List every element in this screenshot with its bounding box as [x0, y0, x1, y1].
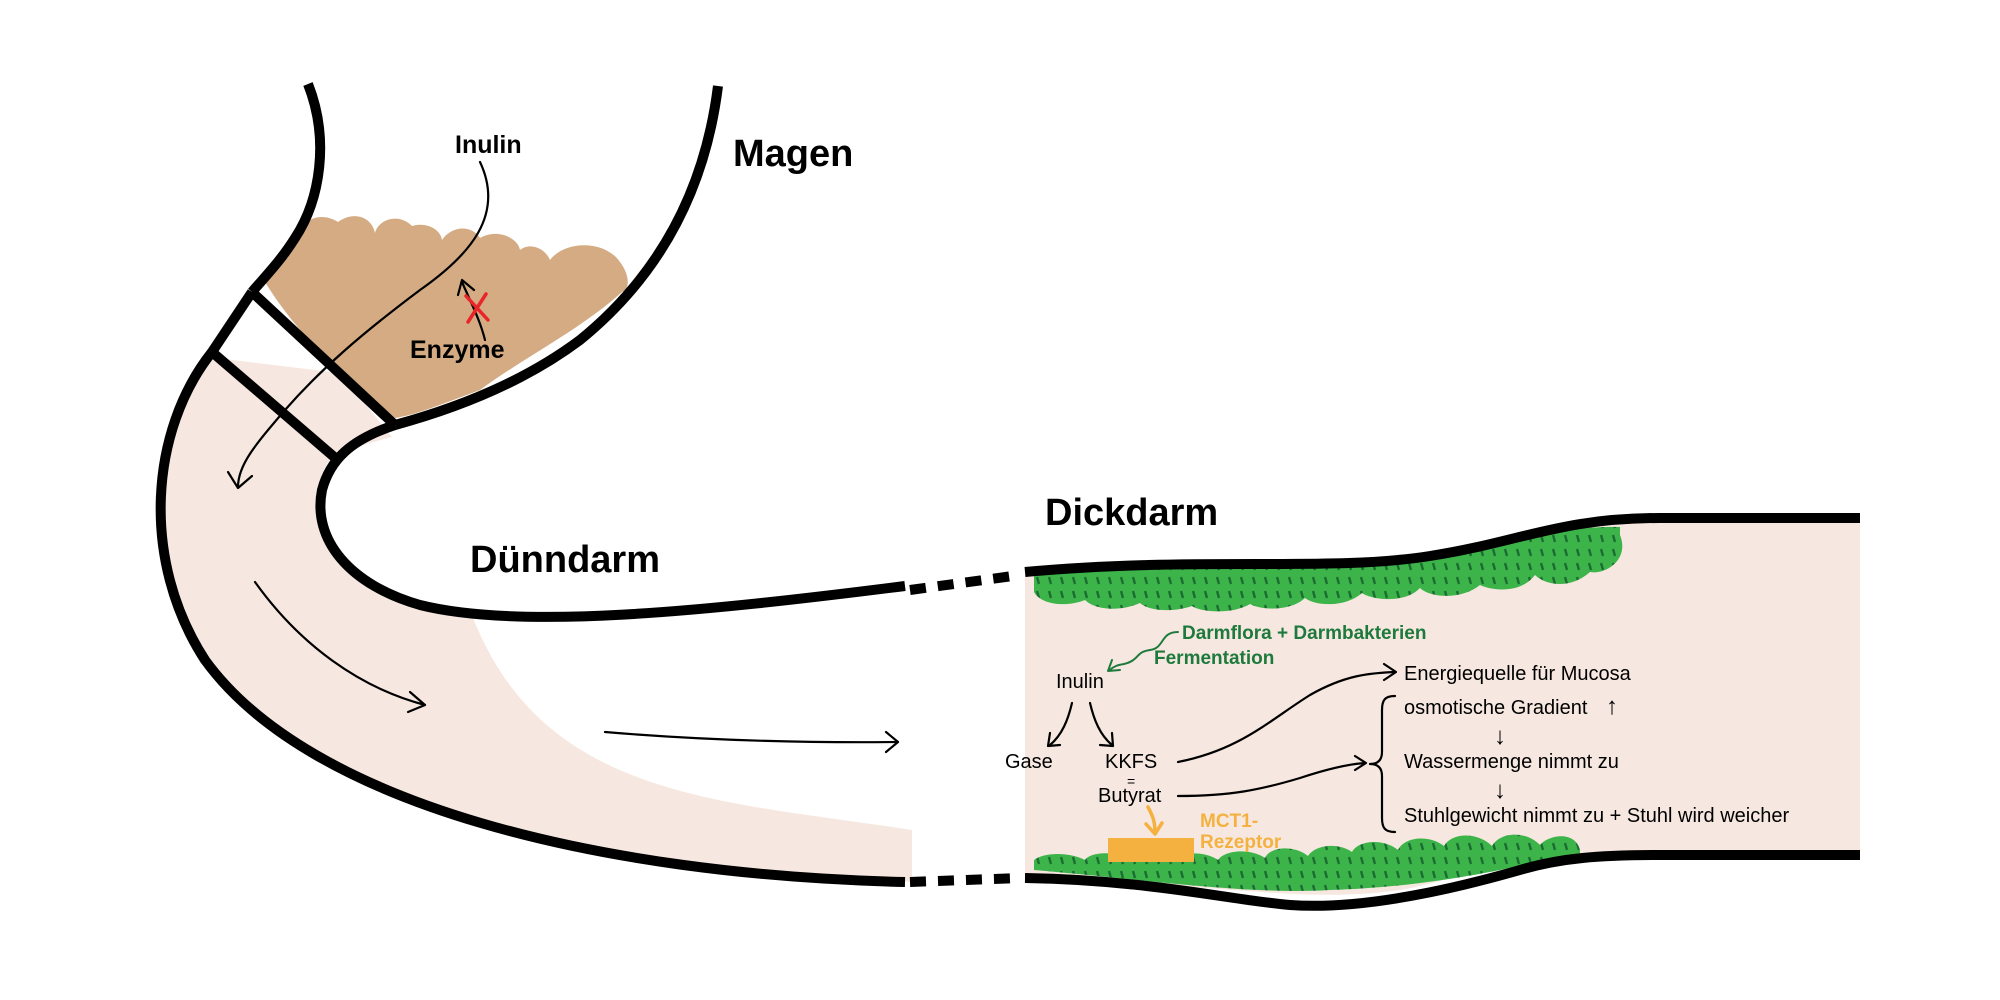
- flora-squiggle-arrow: [1109, 631, 1179, 671]
- inulin-path-arrowhead: [226, 470, 254, 490]
- flora-top: [1034, 526, 1623, 612]
- label-colon-inulin: Inulin: [1056, 671, 1104, 693]
- small-intestine-outer-wall: [155, 348, 906, 887]
- large-intestine-lumen: [1025, 520, 1860, 895]
- label-receptor-2: Rezeptor: [1200, 832, 1282, 853]
- receptor-arrow: [1146, 805, 1157, 834]
- small-intestine-inner-wall: [315, 420, 906, 622]
- up-arrow-icon: ↑: [1606, 693, 1618, 720]
- label-magen: Magen: [733, 133, 853, 175]
- label-enzyme: Enzyme: [410, 336, 505, 364]
- label-fermentation: Fermentation: [1154, 648, 1274, 669]
- stomach-wall-right: [393, 85, 723, 430]
- effect-energy: Energiequelle für Mucosa: [1404, 663, 1632, 685]
- enzyme-arrowhead: [456, 278, 476, 297]
- flora-squiggle-arrowhead: [1107, 659, 1121, 672]
- pylorus-left-edge: [207, 289, 257, 355]
- arrow-to-energy-head: [1382, 662, 1398, 682]
- label-butyrat: Butyrat: [1098, 785, 1162, 807]
- label-gase: Gase: [1005, 751, 1053, 773]
- arrow-to-gase: [1048, 701, 1074, 747]
- effect-water: Wassermenge nimmt zu: [1404, 751, 1619, 773]
- pylorus-wall-a: [248, 288, 399, 429]
- effects-brace: [1368, 694, 1397, 834]
- effect-osmotic: osmotische Gradient: [1404, 697, 1588, 719]
- down-arrow-icon-1: ↓: [1494, 723, 1506, 750]
- gap-top-dashes: [909, 570, 1021, 595]
- flora-bottom: [1034, 834, 1580, 891]
- large-intestine-top-wall: [1024, 513, 1860, 577]
- inulin-path-arrow: [236, 160, 490, 489]
- arrow-to-kkfs-head: [1098, 731, 1115, 748]
- flow-arrow-1: [253, 580, 427, 707]
- large-intestine-bottom-wall: [1024, 850, 1860, 911]
- pylorus-wall-b: [208, 348, 344, 466]
- flow-arrow-1-head: [406, 690, 427, 714]
- arrow-to-energy: [1176, 670, 1397, 764]
- small-intestine-lumen: [163, 357, 912, 882]
- receptor-arrowhead: [1144, 821, 1164, 836]
- effect-stool: Stuhlgewicht nimmt zu + Stuhl wird weich…: [1404, 805, 1789, 827]
- label-receptor-1: MCT1-: [1200, 811, 1258, 832]
- label-equals: =: [1127, 773, 1135, 789]
- label-duenndarm: Dünndarm: [470, 539, 660, 581]
- stomach-contents: [265, 216, 628, 418]
- label-kkfs: KKFS: [1105, 751, 1157, 773]
- arrow-to-gase-head: [1046, 731, 1062, 748]
- label-stomach-inulin: Inulin: [455, 131, 522, 159]
- stomach-wall-left: [248, 82, 326, 296]
- mct1-receptor-block: [1108, 838, 1194, 862]
- flow-arrow-2: [603, 730, 900, 744]
- label-dickdarm: Dickdarm: [1045, 492, 1218, 534]
- arrow-to-kkfs: [1088, 701, 1114, 747]
- flow-arrow-2-head: [884, 730, 900, 754]
- gap-bottom-dashes: [909, 873, 1021, 887]
- arrow-to-brace-head: [1353, 754, 1368, 772]
- arrow-to-brace: [1176, 761, 1367, 798]
- down-arrow-icon-2: ↓: [1494, 777, 1506, 804]
- blocked-cross-icon: [464, 292, 490, 324]
- label-flora: Darmflora + Darmbakterien: [1182, 623, 1426, 644]
